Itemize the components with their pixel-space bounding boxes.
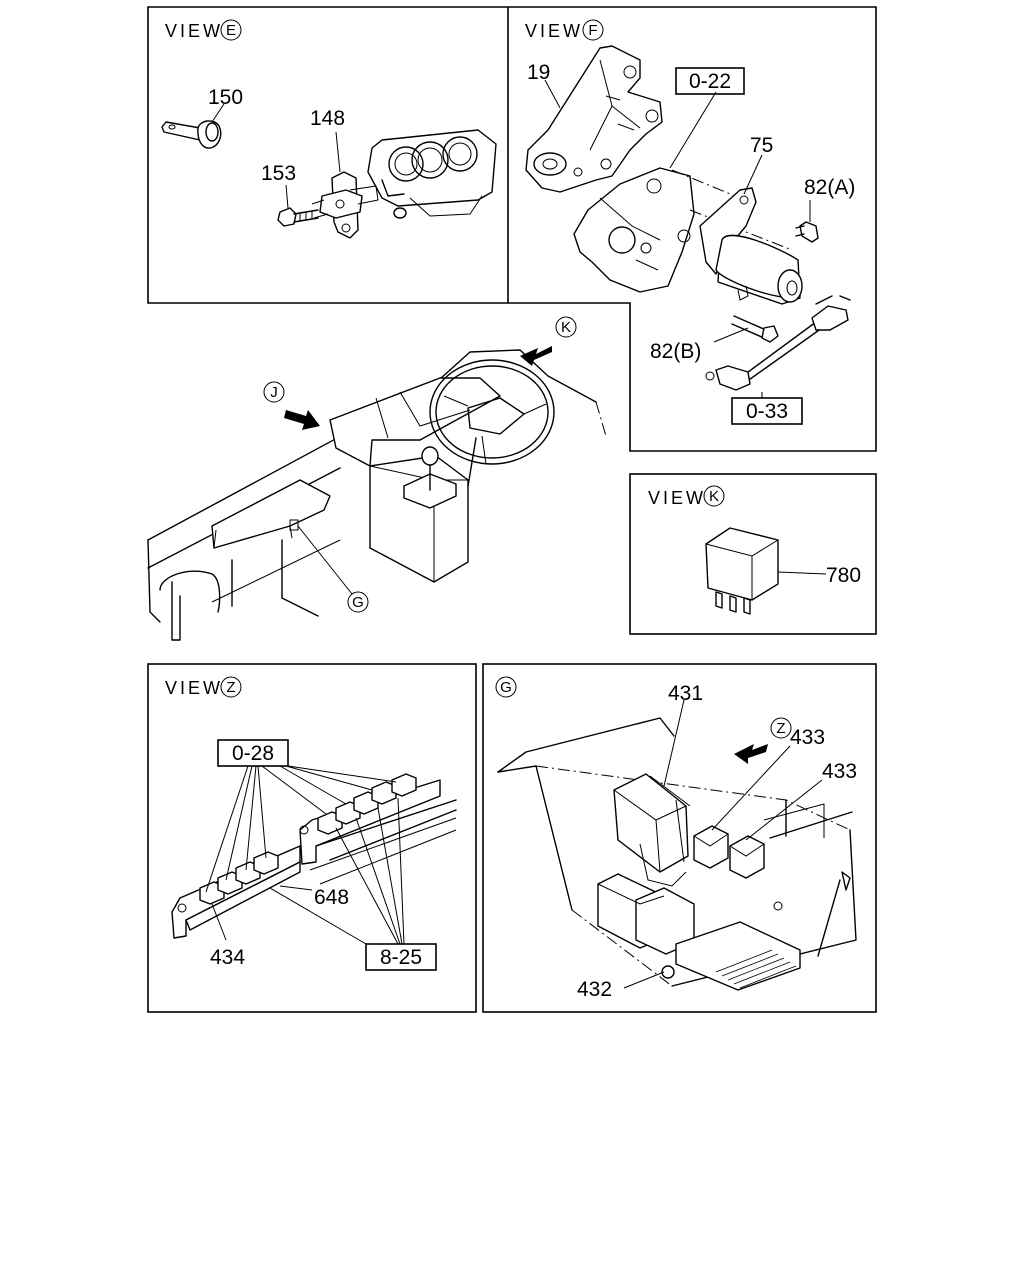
- part-150-label: 150: [208, 86, 243, 109]
- part-431-label: 431: [668, 682, 703, 705]
- arrow-z-icon: [734, 744, 768, 764]
- bolt-82b-drawing: [731, 315, 779, 343]
- view-z-marker: Z: [770, 717, 792, 739]
- svg-text:G: G: [500, 679, 512, 696]
- svg-text:0-33: 0-33: [746, 400, 788, 423]
- svg-text:8-25: 8-25: [380, 946, 422, 969]
- dashboard-drawing: [147, 349, 607, 641]
- svg-text:VIEW: VIEW: [165, 21, 223, 41]
- part-153-label: 153: [261, 162, 296, 185]
- svg-text:F: F: [588, 22, 597, 39]
- relay-rail-drawing: [171, 773, 457, 939]
- svg-text:J: J: [270, 384, 278, 401]
- bracket-19-drawing: [525, 45, 663, 193]
- part-434-label: 434: [210, 946, 245, 969]
- svg-text:0-22: 0-22: [689, 70, 731, 93]
- part-82a-label: 82(A): [804, 176, 855, 199]
- ref-8-25-box: 8-25: [365, 943, 437, 971]
- view-e-title: VIEW E: [165, 19, 242, 41]
- view-k-title: VIEW K: [648, 485, 725, 508]
- part-433b-label: 433: [822, 760, 857, 783]
- view-g-panel-marker: G: [495, 676, 517, 698]
- svg-text:VIEW: VIEW: [165, 678, 223, 698]
- view-g-frame: [482, 663, 877, 1013]
- svg-text:K: K: [709, 488, 719, 505]
- arrow-j-icon: [284, 410, 320, 430]
- svg-text:VIEW: VIEW: [648, 488, 706, 508]
- bolt-82a-drawing: [795, 221, 819, 243]
- svg-text:K: K: [561, 319, 571, 336]
- part-648-label: 648: [314, 886, 349, 909]
- svg-text:Z: Z: [226, 679, 235, 696]
- part-82b-label: 82(B): [650, 340, 701, 363]
- view-k-marker: K: [555, 316, 577, 338]
- view-j-marker: J: [263, 381, 285, 403]
- bracket-148-drawing: [311, 171, 379, 239]
- part-75-label: 75: [750, 134, 773, 157]
- view-f-title: VIEW F: [525, 19, 604, 41]
- ref-0-22-box: 0-22: [675, 67, 745, 95]
- svg-text:E: E: [226, 22, 236, 39]
- link-rod-drawing: [705, 295, 851, 391]
- part-432-label: 432: [577, 978, 612, 1001]
- manifold-drawing: [367, 129, 497, 219]
- part-19-label: 19: [527, 61, 550, 84]
- ref-0-28-box: 0-28: [217, 739, 289, 767]
- part-433a-label: 433: [790, 726, 825, 749]
- top-frame: [147, 6, 877, 452]
- view-g-marker: G: [347, 591, 369, 613]
- clip-150-drawing: [161, 120, 222, 149]
- view-z-frame: [147, 663, 477, 1013]
- svg-text:VIEW: VIEW: [525, 21, 583, 41]
- actuator-75-drawing: [699, 187, 803, 305]
- svg-text:0-28: 0-28: [232, 742, 274, 765]
- part-148-label: 148: [310, 107, 345, 130]
- fuse-box-drawing: [497, 717, 857, 991]
- bolt-153-drawing: [277, 207, 319, 227]
- arrow-k-icon: [520, 346, 552, 366]
- relay-780-drawing: [705, 527, 779, 615]
- view-k-frame: [629, 473, 877, 635]
- engine-block-drawing: [573, 167, 793, 293]
- part-780-label: 780: [826, 564, 861, 587]
- svg-text:G: G: [352, 594, 364, 611]
- svg-text:Z: Z: [776, 720, 785, 737]
- ref-0-33-box: 0-33: [731, 397, 803, 425]
- view-z-title: VIEW Z: [165, 676, 242, 698]
